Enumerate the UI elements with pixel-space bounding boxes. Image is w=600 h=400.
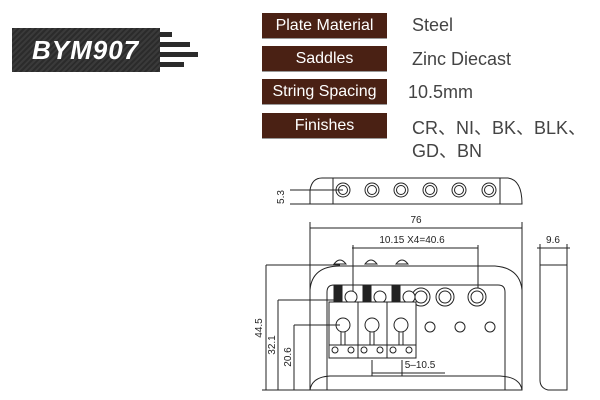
string-hole xyxy=(422,182,438,198)
saddle-stem xyxy=(369,332,375,345)
spec-label: Saddles xyxy=(262,46,387,72)
string-hole xyxy=(364,182,380,198)
dim-20-6: 20.6 xyxy=(283,347,294,367)
saddle-hole xyxy=(393,317,409,333)
spec-value: CR、NI、BK、BLK、 xyxy=(412,118,587,138)
body-hole-inner xyxy=(470,290,484,304)
logo-stripe xyxy=(160,62,184,67)
model-logo: BYM907 xyxy=(12,28,160,72)
dim-5-3: 5.3 xyxy=(276,190,287,204)
saddle-screw xyxy=(347,346,355,354)
front-view xyxy=(262,222,523,391)
top-view xyxy=(290,177,523,205)
saddle xyxy=(357,301,388,359)
string-hole xyxy=(393,182,409,198)
body-hole-inner xyxy=(438,290,452,304)
saddle-stem xyxy=(340,332,346,345)
screw-icon xyxy=(363,259,379,265)
spec-value: Zinc Diecast xyxy=(412,49,512,69)
saddle-screw xyxy=(389,346,397,354)
small-hole xyxy=(454,321,466,333)
spring xyxy=(362,285,372,304)
small-hole xyxy=(424,321,436,333)
dim-76: 76 xyxy=(410,215,422,226)
string-hole-inner xyxy=(396,185,406,195)
logo-stripe xyxy=(160,32,172,37)
spec-value: Steel xyxy=(412,15,454,35)
logo-stripe xyxy=(160,42,190,47)
string-hole-inner xyxy=(367,185,377,195)
saddle-screw xyxy=(376,346,384,354)
dim-9-6: 9.6 xyxy=(546,235,560,246)
string-hole-inner xyxy=(454,185,464,195)
spec-value: 10.5mm xyxy=(408,82,474,102)
spec-value: GD、BN xyxy=(412,141,483,161)
model-name: BYM907 xyxy=(32,35,140,65)
dim-spacing: 10.15 X4=40.6 xyxy=(379,235,445,246)
screw-icon xyxy=(332,259,348,265)
dim-44-5: 44.5 xyxy=(254,318,265,338)
logo-stripe xyxy=(160,52,198,57)
saddle-screw xyxy=(405,346,413,354)
string-hole xyxy=(402,290,416,304)
string-hole-inner xyxy=(484,185,494,195)
string-hole xyxy=(344,290,358,304)
saddle-stem xyxy=(398,332,404,345)
string-hole xyxy=(481,182,497,198)
string-hole-inner xyxy=(425,185,435,195)
saddle-screw xyxy=(331,346,339,354)
dim-32-1: 32.1 xyxy=(267,335,278,355)
string-hole xyxy=(451,182,467,198)
saddle-screw xyxy=(360,346,368,354)
spec-label: Finishes xyxy=(262,113,387,139)
small-hole xyxy=(484,321,496,333)
dim-adjust: 5–10.5 xyxy=(405,360,436,371)
screw-icon xyxy=(394,259,410,265)
saddle xyxy=(386,301,417,359)
spring xyxy=(333,285,343,304)
spec-label: Plate Material xyxy=(262,13,387,39)
side-view xyxy=(537,244,570,391)
string-hole xyxy=(373,290,387,304)
saddle xyxy=(328,301,359,359)
saddle-hole xyxy=(364,317,380,333)
spec-label: String Spacing xyxy=(262,79,387,105)
spring xyxy=(391,285,401,304)
